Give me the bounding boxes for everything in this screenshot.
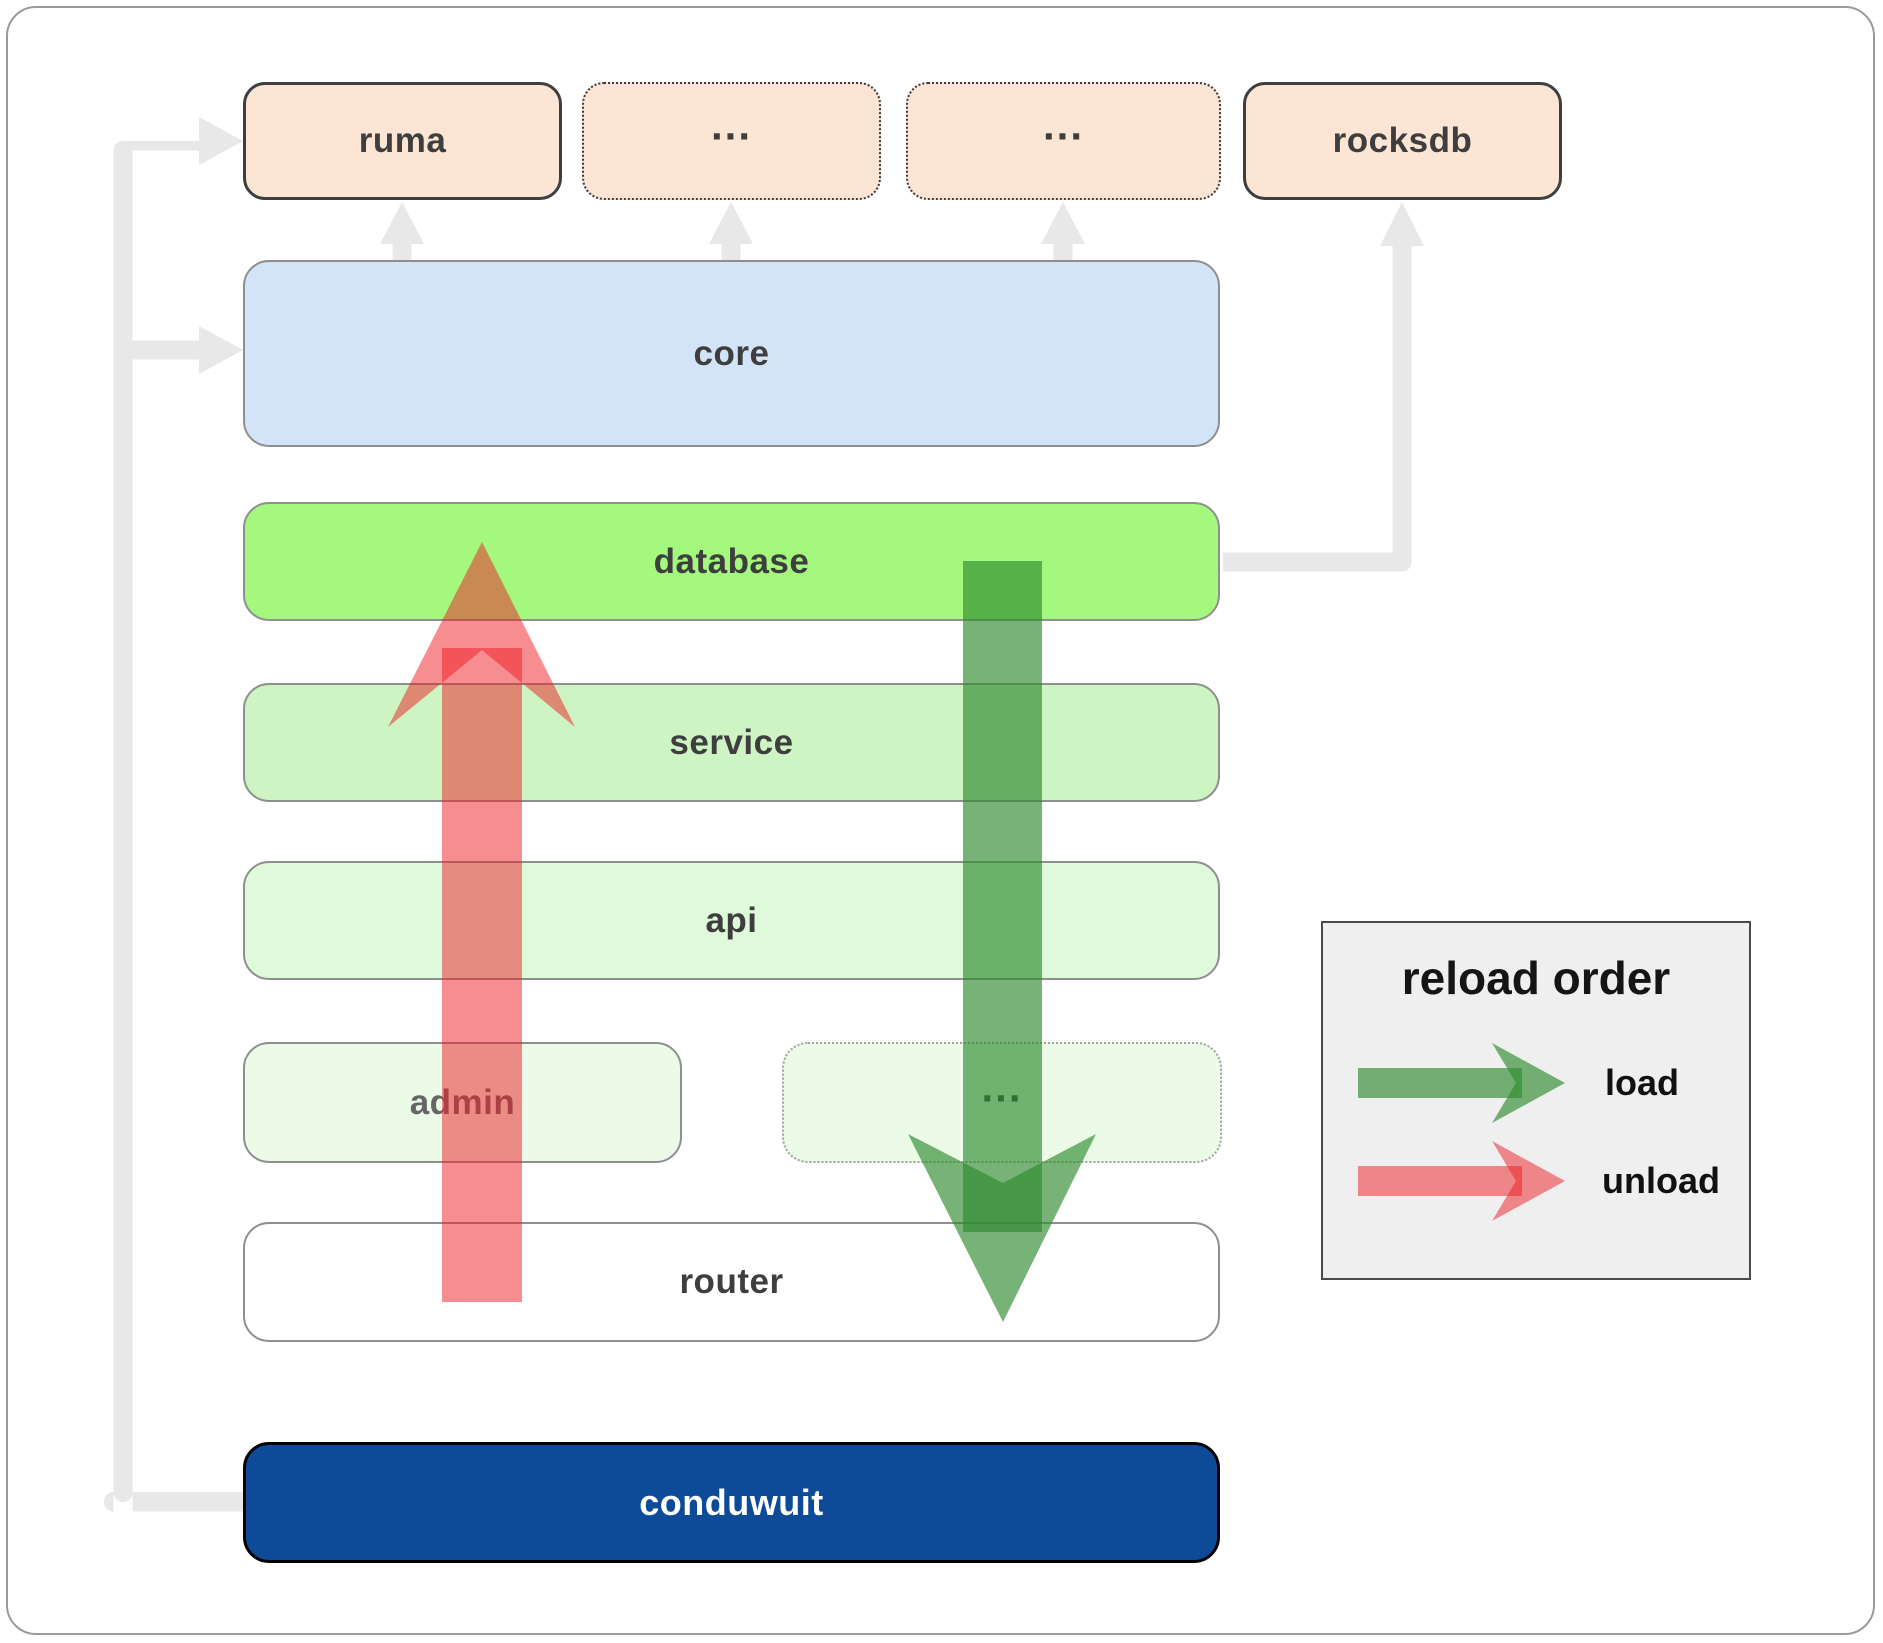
node-service-label: service	[669, 722, 794, 762]
node-core-label: core	[693, 333, 770, 373]
node-conduwuit: conduwuit	[243, 1442, 1220, 1563]
node-router: router	[243, 1222, 1220, 1342]
legend-title: reload order	[1401, 952, 1671, 1004]
node-ellipsis-top-1-label: ...	[710, 101, 752, 149]
node-api-label: api	[705, 900, 758, 940]
node-database: database	[243, 502, 1220, 621]
diagram-frame	[6, 6, 1875, 1635]
node-ellipsis-top-2-label: ...	[1042, 101, 1084, 149]
node-database-label: database	[653, 541, 810, 581]
node-conduwuit-label: conduwuit	[639, 1481, 824, 1523]
node-rocksdb-label: rocksdb	[1332, 121, 1473, 160]
node-router-label: router	[679, 1262, 784, 1301]
node-ruma: ruma	[243, 82, 562, 200]
node-ellipsis-top-1: ...	[582, 82, 881, 200]
node-ruma-label: ruma	[358, 121, 447, 160]
node-service: service	[243, 683, 1220, 802]
node-admin-label: admin	[409, 1082, 516, 1122]
node-ellipsis-top-2: ...	[906, 82, 1221, 200]
node-ellipsis-bottom: ...	[782, 1042, 1222, 1163]
node-rocksdb: rocksdb	[1243, 82, 1562, 200]
legend-unload-label: unload	[1602, 1160, 1720, 1201]
node-api: api	[243, 861, 1220, 980]
node-admin: admin	[243, 1042, 682, 1163]
node-core: core	[243, 260, 1220, 447]
node-ellipsis-bottom-label: ...	[981, 1063, 1023, 1111]
legend-load-label: load	[1605, 1062, 1680, 1103]
